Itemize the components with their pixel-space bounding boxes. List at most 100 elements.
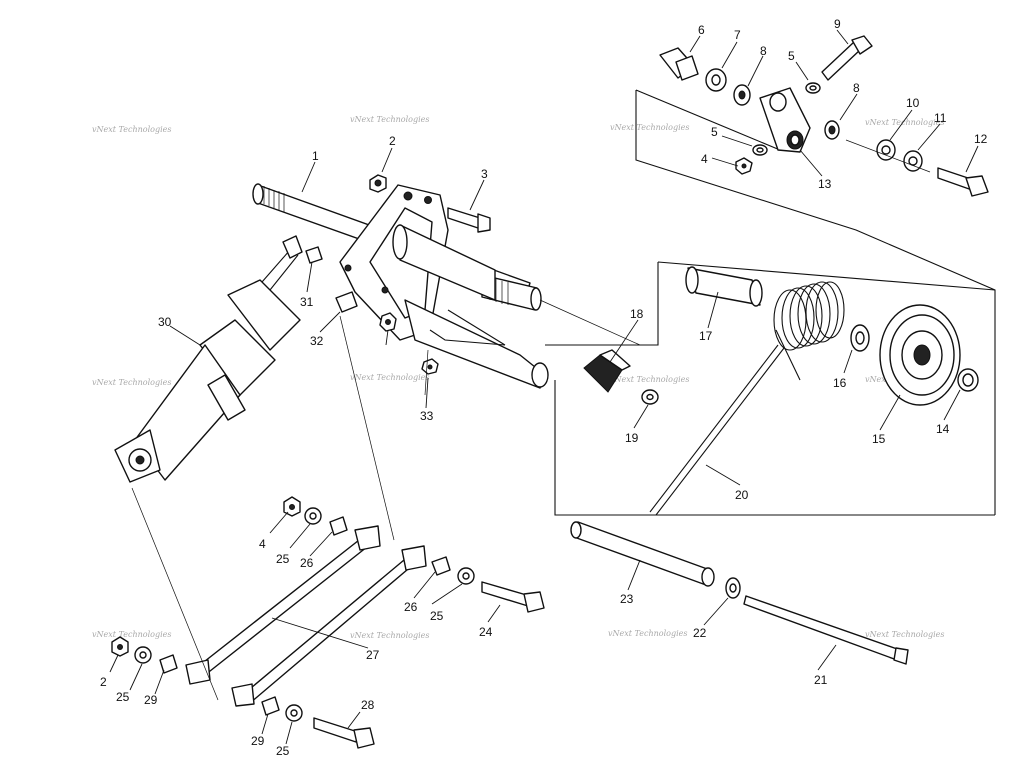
part-3-bolt [447, 207, 491, 233]
watermark: vNext Technologies [350, 373, 429, 382]
part-18-adjuster-block [583, 349, 631, 393]
callout-8: 8 [853, 81, 860, 95]
callout-25: 25 [276, 552, 290, 566]
callout-24: 24 [479, 625, 493, 639]
part-25-washer [304, 507, 322, 525]
callout-25: 25 [116, 690, 130, 704]
part-29-bushing [159, 654, 178, 674]
callout-14: 14 [936, 422, 950, 436]
watermark: vNext Technologies [350, 631, 429, 640]
callout-7: 7 [734, 28, 741, 42]
part-17-bushing-tube [685, 266, 763, 307]
part-7-washer [705, 68, 727, 92]
callout-3: 3 [481, 167, 488, 181]
callout-leaders [109, 29, 979, 745]
callout-26: 26 [300, 556, 314, 570]
callout-27: 27 [366, 648, 380, 662]
part-4-nut [735, 157, 753, 175]
callout-2: 2 [100, 675, 107, 689]
callout-19: 19 [625, 431, 639, 445]
callout-31: 31 [300, 295, 314, 309]
front-arm-bracket [339, 184, 549, 389]
callout-29: 29 [251, 734, 265, 748]
part-25-washer [457, 567, 475, 585]
part-4-nut [283, 496, 301, 517]
callout-26: 26 [404, 600, 418, 614]
callout-2: 2 [389, 134, 396, 148]
part-33-nut [421, 358, 439, 375]
callout-5: 5 [788, 49, 795, 63]
part-24-bolt [481, 581, 545, 613]
part-25-washer [134, 646, 152, 664]
part-5-washer [805, 82, 821, 94]
part-31-bushing [305, 246, 323, 264]
callout-30: 30 [158, 315, 172, 329]
part-20-torsion-spring [649, 281, 845, 516]
callout-32: 32 [310, 334, 324, 348]
part-4-nut [379, 312, 397, 332]
callout-5: 5 [711, 125, 718, 139]
part-27-tie-rod [185, 525, 381, 685]
part-29-bushing [261, 696, 280, 716]
watermark: vNext Technologies [92, 125, 171, 134]
part-21-long-shaft [743, 595, 909, 665]
part-27-tie-rod [231, 545, 427, 707]
watermark: vNext Technologies [865, 630, 944, 639]
callout-4: 4 [701, 152, 708, 166]
part-30-shock-absorber [114, 235, 303, 483]
part-6-bushing [659, 47, 699, 81]
callout-4: 4 [259, 537, 266, 551]
part-8-bushing [733, 84, 751, 106]
part-32-bushing [335, 291, 358, 313]
callout-28: 28 [361, 698, 375, 712]
callout-21: 21 [814, 673, 828, 687]
callout-1: 1 [312, 149, 319, 163]
watermark: vNext Technologies [610, 123, 689, 132]
callout-23: 23 [620, 592, 634, 606]
callout-33: 33 [420, 409, 434, 423]
callout-16: 16 [833, 376, 847, 390]
part-9-bolt [821, 35, 873, 81]
callout-12: 12 [974, 132, 988, 146]
watermark: vNext Technologies [865, 118, 944, 127]
callout-15: 15 [872, 432, 886, 446]
part-12-bolt [845, 139, 989, 197]
watermark: vNext Technologies [92, 630, 171, 639]
part-8-bushing [824, 120, 840, 140]
callout-17: 17 [699, 329, 713, 343]
assembly-lines [131, 315, 429, 701]
callout-8: 8 [760, 44, 767, 58]
part-15-idler-wheel [879, 304, 961, 406]
callout-6: 6 [698, 23, 705, 37]
part-13-link [759, 87, 811, 153]
callout-9: 9 [834, 17, 841, 31]
leader-27 [271, 617, 369, 649]
part-26-bushing [329, 516, 348, 536]
watermark: vNext Technologies [350, 115, 429, 124]
assembly-frame-outline [545, 89, 996, 516]
part-25-washer [285, 704, 303, 722]
part-2-nut [111, 636, 129, 657]
callout-13: 13 [818, 177, 832, 191]
watermark: vNext Technologies [92, 378, 171, 387]
part-26-bushing [431, 556, 451, 576]
part-23-spacer-tube [570, 521, 715, 587]
callout-20: 20 [735, 488, 749, 502]
part-28-bolt [313, 717, 375, 749]
callout-22: 22 [693, 626, 707, 640]
part-22-washer [725, 577, 741, 599]
part-16-washer [850, 324, 870, 352]
part-11-washer [903, 150, 923, 172]
callout-25: 25 [430, 609, 444, 623]
callout-10: 10 [906, 96, 920, 110]
callout-25: 25 [276, 744, 290, 758]
part-19-washer [641, 389, 659, 405]
part-14-bushing [957, 368, 979, 392]
callout-18: 18 [630, 307, 644, 321]
watermark: vNext Technologies [610, 375, 689, 384]
callout-29: 29 [144, 693, 158, 707]
part-5-washer [752, 144, 768, 156]
watermark: vNext Technologies [608, 629, 687, 638]
part-2-nut [369, 174, 387, 193]
